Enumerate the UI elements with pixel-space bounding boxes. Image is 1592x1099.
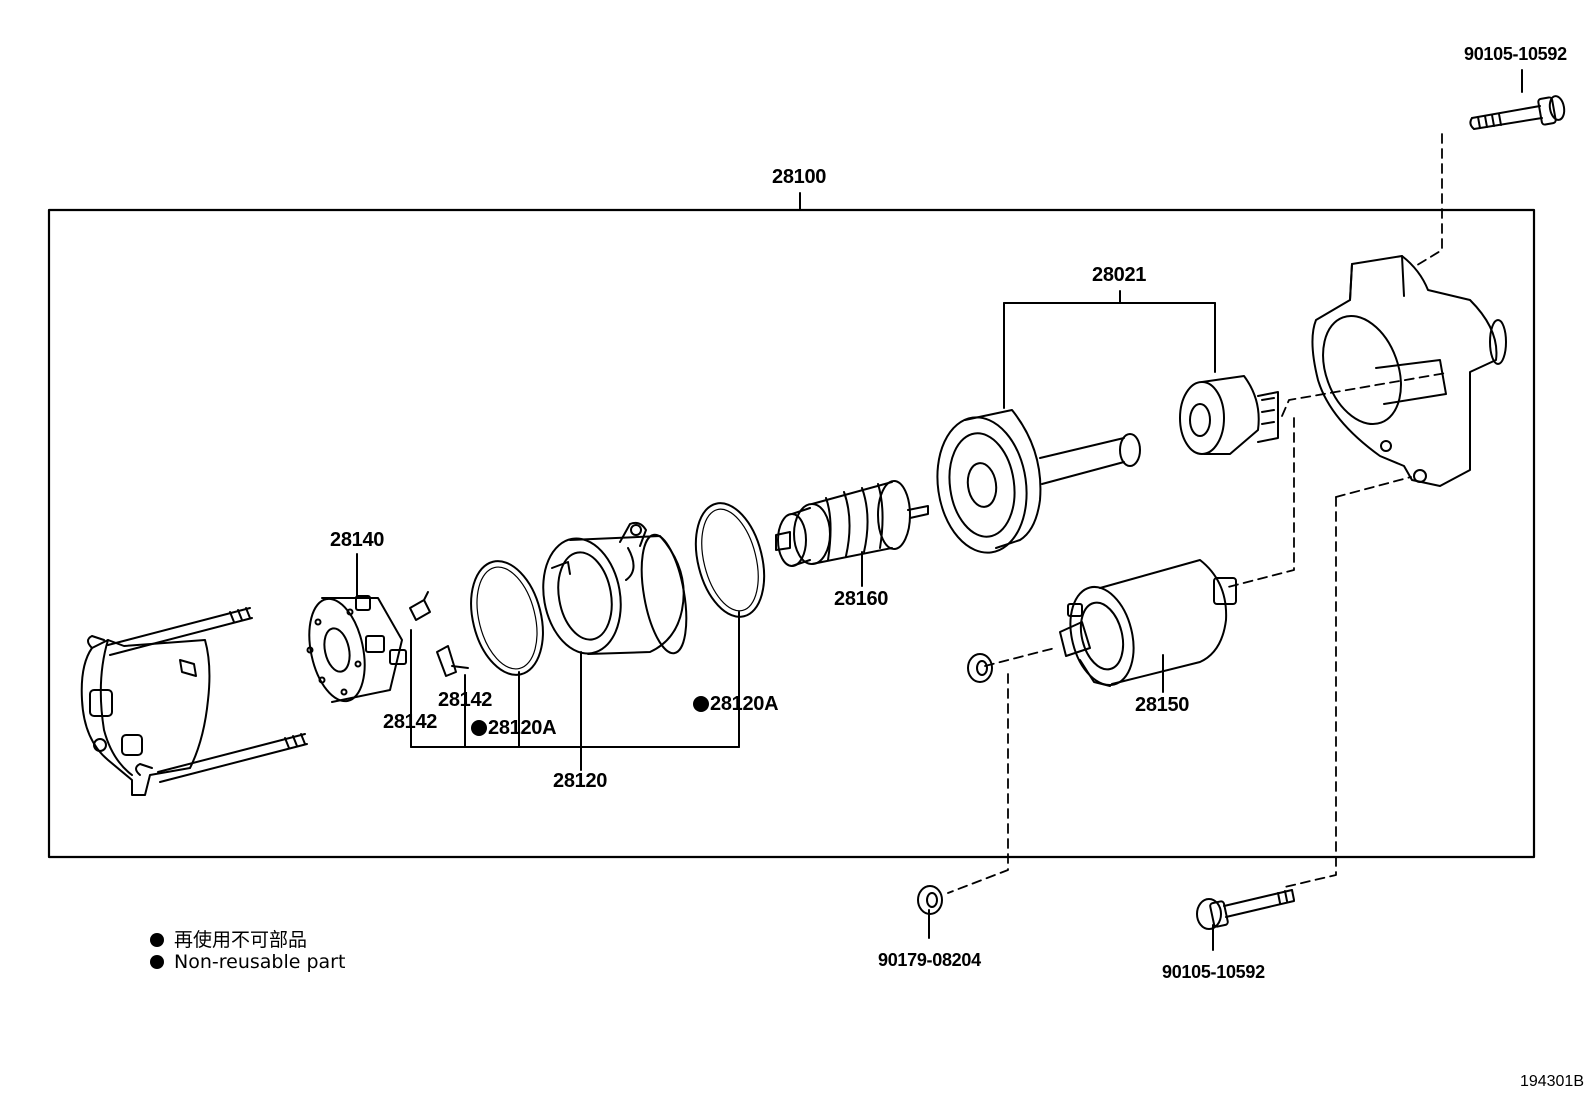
nut-icon <box>917 885 943 915</box>
yoke-group-bracket <box>410 611 740 771</box>
label-oring-left-text: 28120A <box>488 717 557 739</box>
legend-line-en: Non-reusable part <box>150 951 345 973</box>
bolt-top-icon <box>1469 95 1566 130</box>
legend-dot-icon <box>150 933 164 947</box>
label-nut: 90179-08204 <box>878 950 981 970</box>
oring-right-icon <box>694 502 766 618</box>
label-brush-spring-b: 28142 <box>438 689 493 711</box>
oring-left-icon <box>470 560 544 676</box>
label-brush-holder: 28140 <box>330 529 385 551</box>
label-oring-left: 28120A <box>471 717 557 740</box>
diagram-code: 194301B <box>1519 1073 1584 1090</box>
legend-line-jp: 再使用不可部品 <box>150 925 307 952</box>
rear-end-frame-icon <box>80 607 308 796</box>
label-solenoid: 28150 <box>1135 694 1190 716</box>
label-assembly: 28100 <box>772 166 827 188</box>
solenoid-icon <box>1059 559 1237 687</box>
armature-icon <box>775 480 929 567</box>
label-oring-right-text: 28120A <box>710 693 779 715</box>
yoke-icon <box>542 521 688 655</box>
label-bolt-bottom: 90105-10592 <box>1162 962 1265 982</box>
solenoid-nut-icon <box>967 653 993 683</box>
label-bolt-top: 90105-10592 <box>1464 44 1567 64</box>
assembly-frame <box>47 208 1536 859</box>
legend-en-text: Non-reusable part <box>174 951 346 973</box>
non-reusable-dot-icon <box>693 696 709 712</box>
dashed-fastener-lines <box>947 133 1447 894</box>
brush-spring-icon <box>409 591 469 677</box>
non-reusable-dot-icon <box>471 720 487 736</box>
label-armature: 28160 <box>834 588 889 610</box>
legend-jp-text: 再使用不可部品 <box>174 929 308 951</box>
label-clutch-assy: 28021 <box>1092 264 1147 286</box>
label-brush-spring-a: 28142 <box>383 711 438 733</box>
drive-housing-icon <box>1311 255 1507 487</box>
label-yoke: 28120 <box>553 770 608 792</box>
clutch-bracket <box>1003 290 1216 409</box>
label-oring-right: 28120A <box>693 693 779 716</box>
pinion-gear-icon <box>1179 375 1279 455</box>
bolt-bottom-icon <box>1196 889 1295 930</box>
legend-dot-icon <box>150 955 164 969</box>
clutch-drum-icon <box>936 409 1141 554</box>
brush-holder-icon <box>306 595 407 703</box>
